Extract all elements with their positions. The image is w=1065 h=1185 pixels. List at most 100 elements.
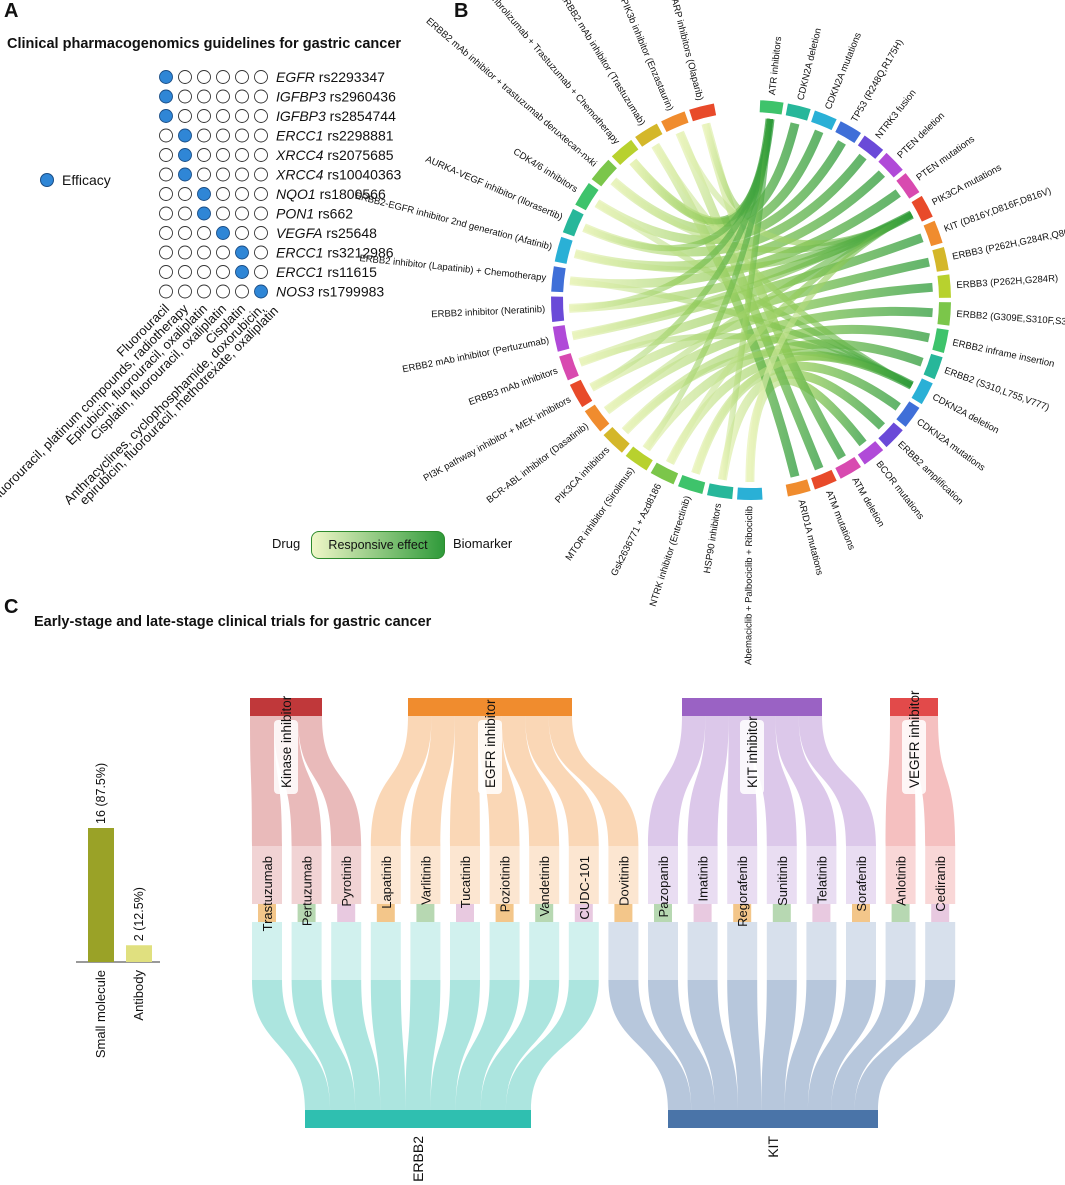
empty-dot — [235, 109, 249, 123]
efficacy-legend: Efficacy — [40, 172, 111, 188]
efficacy-dot — [178, 167, 192, 182]
drug-segment — [603, 427, 630, 453]
drug-name-label: Imatinib — [696, 856, 711, 902]
drug-node-top — [450, 846, 480, 904]
biomarker-segment — [896, 401, 920, 427]
drug-name-label: Pertuzumab — [300, 856, 315, 926]
empty-dot — [178, 226, 192, 240]
empty-dot — [159, 167, 173, 182]
drug-node-mid — [654, 904, 672, 922]
drug-node-top — [331, 846, 362, 904]
empty-dot — [235, 284, 249, 299]
drug-node-bottom — [648, 922, 678, 980]
empty-dot — [235, 128, 249, 143]
biomarker-segment — [937, 302, 951, 326]
gene-name: XRCC4 — [275, 147, 324, 163]
empty-dot — [197, 265, 211, 279]
drug-node-bottom — [252, 922, 282, 980]
drug-node-mid — [772, 904, 791, 922]
drug-name-label: Sunitinib — [775, 856, 790, 906]
drug-class-bar — [408, 698, 572, 716]
empty-dot — [159, 148, 173, 162]
drug-to-target-flow — [505, 980, 599, 1110]
empty-dot — [178, 70, 192, 84]
drug-name-label: Tucatinib — [458, 856, 473, 908]
drug-name-label: Poziotinib — [498, 856, 513, 912]
class-to-drug-flow — [687, 716, 729, 846]
biomarker-segment — [835, 457, 861, 479]
efficacy-dot — [159, 70, 173, 84]
drug-name-label: Pazopanib — [656, 856, 671, 917]
snp-label: ERCC1 rs11615 — [276, 264, 377, 280]
class-to-drug-flow — [501, 716, 560, 846]
drug-to-target-flow — [370, 980, 406, 1110]
gene-name: IGFBP3 — [276, 89, 326, 105]
empty-dot — [235, 206, 249, 221]
biomarker-segment — [811, 110, 837, 131]
empty-dot — [178, 265, 192, 279]
efficacy-dot — [216, 226, 230, 240]
drug-node-top — [529, 846, 560, 904]
drug-node-bottom — [529, 922, 560, 980]
empty-dot — [254, 109, 268, 123]
snp-id: rs2075685 — [323, 147, 393, 163]
empty-dot — [159, 265, 173, 279]
gene-name: ERCC1 — [276, 264, 323, 280]
snp-label: NQO1 rs1800566 — [276, 186, 386, 202]
empty-dot — [216, 89, 230, 104]
drug-node-top — [687, 846, 718, 904]
drug-node-top — [370, 846, 401, 904]
drug-segment — [562, 208, 584, 237]
drug-segment — [737, 487, 763, 500]
drug-segment — [707, 483, 734, 500]
drug-node-bottom — [370, 922, 401, 980]
drug-to-target-flow — [480, 980, 560, 1110]
drug-node-bottom — [687, 922, 718, 980]
drug-node-top — [568, 846, 599, 904]
snp-label: EGFR rs2293347 — [276, 69, 385, 85]
drug-node-top — [766, 846, 797, 904]
snp-label: ERCC1 rs3212986 — [276, 245, 394, 261]
class-to-drug-flow — [548, 716, 639, 846]
drug-segment — [584, 404, 610, 432]
snp-id: rs1800566 — [316, 186, 386, 202]
class-to-drug-flow — [525, 716, 599, 846]
empty-dot — [254, 89, 268, 104]
bar-category-label: Antibody — [131, 970, 146, 1021]
panel-a-letter: A — [4, 0, 19, 22]
drug-class-bar — [682, 698, 822, 716]
drug-node-mid — [337, 904, 356, 922]
empty-dot — [159, 128, 173, 143]
efficacy-dot — [197, 187, 211, 201]
drug-node-mid — [614, 904, 633, 922]
drug-node-top — [252, 846, 282, 904]
drug-to-target-flow — [331, 980, 381, 1110]
biomarker-segment — [911, 378, 933, 405]
drug-name-label: Vandetinib — [537, 856, 552, 916]
gene-name: PON1 — [276, 206, 314, 222]
drug-node-bottom — [450, 922, 480, 980]
drug-node-mid — [693, 904, 712, 922]
gene-name: NOS3 — [276, 284, 314, 300]
efficacy-dot — [197, 206, 211, 221]
empty-dot — [197, 89, 211, 104]
biomarker-segment — [785, 479, 811, 497]
panel-a-title: Clinical pharmacogenomics guidelines for… — [7, 36, 402, 52]
drug-to-target-flow — [784, 980, 837, 1110]
drug-name-label: CUDC-101 — [577, 856, 592, 920]
drug-node-bottom — [885, 922, 916, 980]
drug-node-mid — [733, 904, 752, 922]
drug-to-target-flow — [761, 980, 797, 1110]
drug-name-label: Varlitinib — [418, 856, 433, 905]
drug-segment — [554, 236, 573, 264]
drug-node-mid — [852, 904, 870, 922]
drug-class-label: VEGFR inhibitor — [907, 690, 922, 788]
empty-dot — [216, 265, 230, 279]
empty-dot — [235, 70, 249, 84]
drug-segment — [575, 182, 599, 211]
drug-node-top — [291, 846, 322, 904]
biomarker-segment — [835, 121, 861, 143]
modality-bar — [88, 828, 114, 962]
drug-segment — [661, 111, 689, 133]
